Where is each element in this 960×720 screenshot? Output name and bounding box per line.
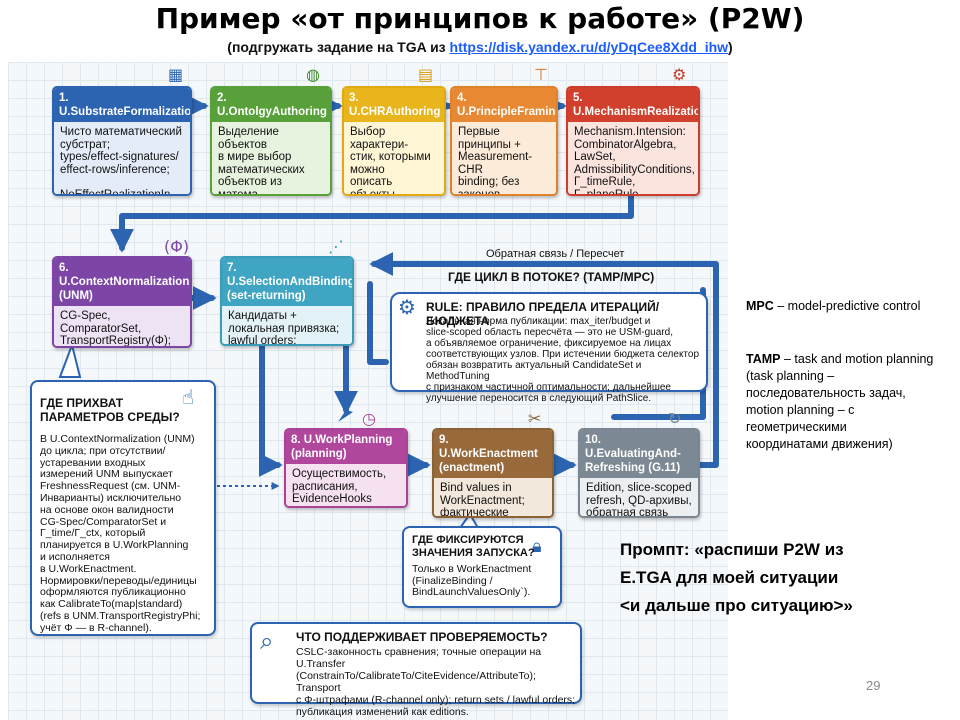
verifiability-callout: ⌕ ЧТО ПОДДЕРЖИВАЕТ ПРОВЕРЯЕМОСТЬ? CSLC-з… [250, 622, 582, 718]
box-ontology-authoring: 2. U.OntolgyAuthoring Выделение объектов… [210, 86, 332, 196]
note-tamp: TAMP – task and motion planning (task pl… [746, 334, 933, 453]
arrow-feedback [369, 252, 719, 468]
page-number: 29 [866, 678, 881, 693]
env-body: В U.ContextNormalization (UNM) до цикла;… [40, 433, 201, 634]
verify-title: ЧТО ПОДДЕРЖИВАЕТ ПРОВЕРЯЕМОСТЬ? [296, 630, 548, 644]
note-mpc-text: – model-predictive control [773, 299, 921, 313]
note-tamp-text: – task and motion planning (task plannin… [746, 352, 934, 451]
box-9-body: Bind values in WorkEnactment; фактически… [434, 478, 552, 516]
subtitle-prefix: (подгружать задание на TGA из [227, 39, 450, 55]
env-callout-tail [58, 341, 82, 378]
tools-icon: ✂ [528, 409, 542, 428]
box-selection-and-binding: 7. U.SelectionAndBinding (set-returning)… [220, 256, 354, 346]
box-3-header: 3. U.CHRAuthoring [344, 88, 444, 122]
rule-callout: ⚙ RULE: ПРАВИЛО ПРЕДЕЛА ИТЕРАЦИЙ/БЮДЖЕТА… [390, 292, 708, 404]
box-6-body: CG-Spec, ComparatorSet, TransportRegistr… [54, 306, 190, 346]
box-1-body: Чисто математический субстрат; types/eff… [54, 122, 190, 194]
box-4-body: Первые принципы + Measurement-CHR bindin… [452, 122, 556, 194]
box-8-header: 8. U.WorkPlanning (planning) [286, 430, 406, 464]
touch-icon: ☝ [182, 385, 195, 409]
calculator-icon: ▦ [168, 65, 184, 84]
box-5-body: Mechanism.Intension: CombinatorAlgebra, … [568, 122, 698, 194]
phi-icon: (Φ) [164, 237, 190, 256]
box-chr-authoring: 3. U.CHRAuthoring Выбор характери- стик,… [342, 86, 446, 196]
cycle-label: ГДЕ ЦИКЛ В ПОТОКЕ? (TAMP/MPC) [448, 270, 655, 284]
box-substrate-formalization: 1. U.SubstrateFormalization Чисто матема… [52, 86, 192, 196]
verify-body: CSLC-законность сравнения; точные операц… [296, 646, 576, 718]
box-evaluating-and-refreshing: 10. U.EvaluatingAnd- Refreshing (G.11) E… [578, 428, 700, 518]
box-3-body: Выбор характери- стик, которыми можно оп… [344, 122, 444, 194]
nodes-icon: ⋰ [328, 237, 344, 256]
box-principle-framing: 4. U.PrincipleFraming Первые принципы + … [450, 86, 558, 196]
slide-subtitle: (подгружать задание на TGA из https://di… [0, 38, 960, 56]
box-5-header: 5. U.MechanismRealization [568, 88, 698, 122]
box-mechanism-realization: 5. U.MechanismRealization Mechanism.Inte… [566, 86, 700, 196]
box-6-header: 6. U.ContextNormalization (UNM) [54, 258, 190, 306]
prompt-text: Промпт: «распиши P2W из E.TGA для моей с… [620, 540, 853, 615]
box-2-body: Выделение объектов в мире выбор математи… [212, 122, 330, 194]
box-4-header: 4. U.PrincipleFraming [452, 88, 556, 122]
box-work-enactment: 9. U.WorkEnactment (enactment) Bind valu… [432, 428, 554, 518]
feedback-label: Обратная связь / Пересчет [486, 248, 625, 260]
box-2-header: 2. U.OntolgyAuthoring [212, 88, 330, 122]
box-work-planning: 8. U.WorkPlanning (planning) Осуществимо… [284, 428, 408, 508]
env-params-callout: ☝ ГДЕ ПРИХВАТ ПАРАМЕТРОВ СРЕДЫ? В U.Cont… [30, 380, 216, 636]
subtitle-suffix: ) [728, 39, 733, 55]
env-title: ГДЕ ПРИХВАТ ПАРАМЕТРОВ СРЕДЫ? [40, 396, 180, 424]
box-7-header: 7. U.SelectionAndBinding (set-returning) [222, 258, 352, 306]
subtitle-link[interactable]: https://disk.yandex.ru/d/yDqCee8Xdd_ihw [449, 39, 729, 55]
note-mpc-abbr: MPC [746, 299, 774, 313]
box-8-body: Осуществимость, расписания, EvidenceHook… [286, 464, 406, 506]
arrow-7-8 [258, 327, 283, 477]
magnifier-icon: ⌕ [260, 627, 274, 655]
note-mpc: MPC – model-predictive control [746, 298, 920, 315]
note-tamp-abbr: TAMP [746, 352, 781, 366]
launch-body: Только в WorkEnactment (FinalizeBinding … [412, 563, 532, 598]
lock-icon: 🔒︎ [532, 536, 542, 557]
gear-badge-icon: ⚙ [398, 295, 416, 319]
gears-icon: ⚙ [672, 65, 687, 84]
launch-title: ГДЕ ФИКСИРУЮТСЯ ЗНАЧЕНИЯ ЗАПУСКА? [412, 534, 535, 559]
rule-callout-tail [338, 410, 353, 422]
p2w-diagram: 1. U.SubstrateFormalization Чисто матема… [8, 62, 728, 720]
box-9-header: 9. U.WorkEnactment (enactment) [434, 430, 552, 478]
box-1-header: 1. U.SubstrateFormalization [54, 88, 190, 122]
arrow-5-6 [110, 189, 634, 253]
arrow-cycle-down [367, 281, 389, 365]
box-context-normalization: 6. U.ContextNormalization (UNM) CG-Spec,… [52, 256, 192, 348]
clock-calendar-icon: ◷ [362, 409, 376, 428]
box-10-body: Edition, slice-scoped refresh, QD-архивы… [580, 478, 698, 516]
document-icon: ▤ [418, 65, 434, 84]
rule-title: RULE: ПРАВИЛО ПРЕДЕЛА ИТЕРАЦИЙ/БЮДЖЕТА [426, 300, 660, 328]
rule-body: Локальная норма публикации: max_iter/bud… [426, 316, 700, 404]
refresh-icon: ↻ [668, 409, 682, 428]
launch-values-callout: 🔒︎ ГДЕ ФИКСИРУЮТСЯ ЗНАЧЕНИЯ ЗАПУСКА? Тол… [402, 526, 562, 608]
globe-icon: ◍ [306, 65, 320, 84]
box-7-body: Кандидаты + локальная привязка; lawful o… [222, 306, 352, 344]
flow-arrows [58, 94, 719, 532]
hierarchy-icon: ⊤ [534, 65, 548, 84]
box-10-header: 10. U.EvaluatingAnd- Refreshing (G.11) [580, 430, 698, 478]
slide-title: Пример «от принципов к работе» (P2W) [155, 2, 805, 35]
